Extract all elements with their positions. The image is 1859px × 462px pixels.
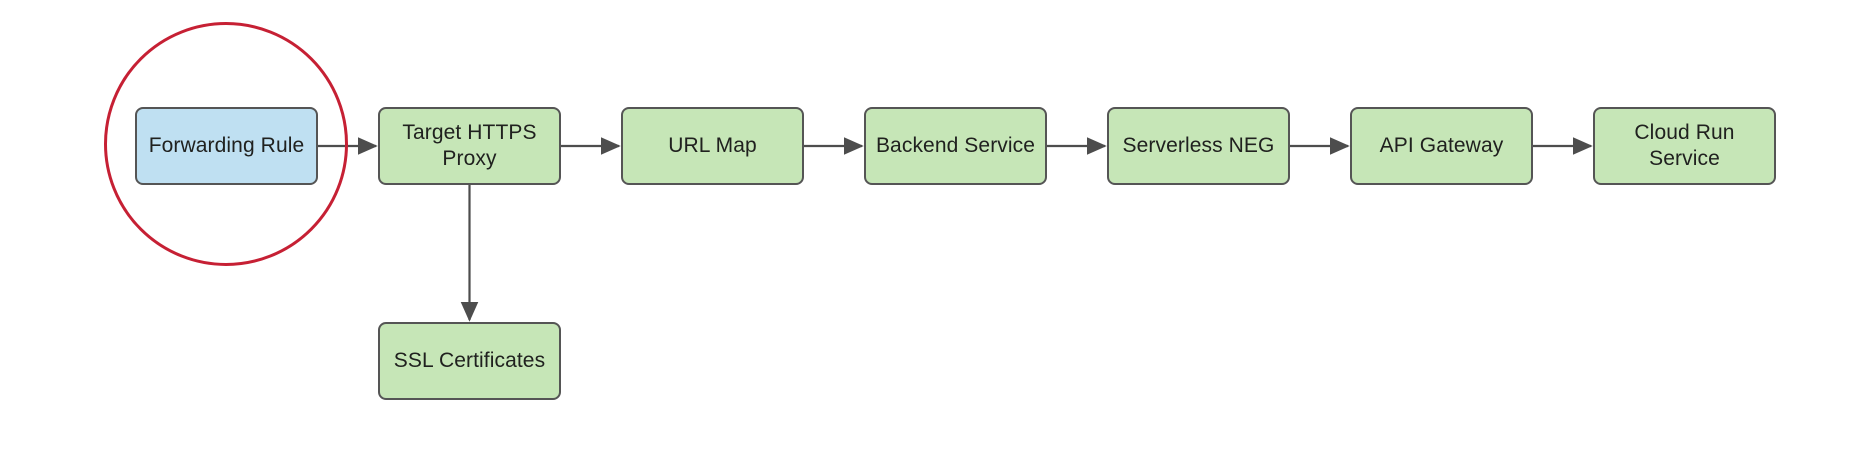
node-target-https-proxy[interactable]: Target HTTPS Proxy (378, 107, 561, 185)
node-serverless-neg[interactable]: Serverless NEG (1107, 107, 1290, 185)
node-cloud-run-service[interactable]: Cloud Run Service (1593, 107, 1776, 185)
node-forwarding-rule[interactable]: Forwarding Rule (135, 107, 318, 185)
node-ssl-certificates[interactable]: SSL Certificates (378, 322, 561, 400)
node-backend-service[interactable]: Backend Service (864, 107, 1047, 185)
node-api-gateway[interactable]: API Gateway (1350, 107, 1533, 185)
node-url-map[interactable]: URL Map (621, 107, 804, 185)
highlight-circle-annotation (104, 22, 348, 266)
